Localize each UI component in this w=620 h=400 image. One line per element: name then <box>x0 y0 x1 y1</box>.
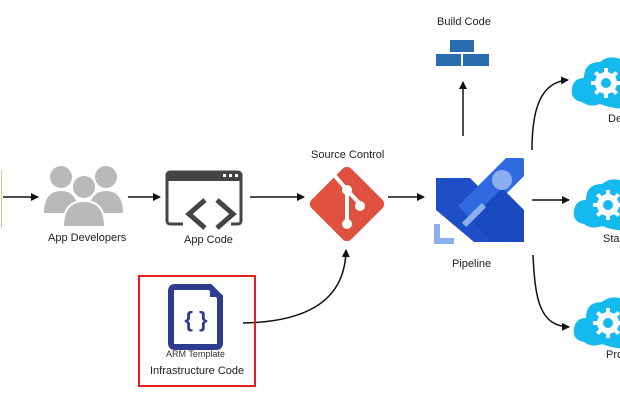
git-icon <box>309 166 385 242</box>
bricks-icon <box>436 40 489 66</box>
offscreen-node-edge <box>0 170 2 228</box>
node-build-code[interactable]: Build Code <box>430 15 500 70</box>
node-infrastructure-code[interactable]: { } ARM Template Infrastructure Code <box>138 275 256 387</box>
pipeline-label: Pipeline <box>452 258 492 270</box>
dev-label: Dev <box>608 113 620 125</box>
arm-template-sublabel: ARM Template <box>166 349 225 359</box>
source-control-label: Source Control <box>311 149 385 161</box>
arm-template-icon: { } <box>168 284 223 350</box>
code-window-icon <box>165 170 243 230</box>
node-app-code[interactable]: App Code <box>165 170 250 250</box>
svg-text:{ }: { } <box>184 307 208 332</box>
edge-pipeline-to-dev <box>531 76 569 151</box>
azure-pipelines-rocket-icon <box>434 158 524 244</box>
prod-label: Prod <box>606 349 620 361</box>
cloud-gear-icon <box>573 179 620 231</box>
cloud-gear-icon <box>573 297 620 349</box>
node-app-developers[interactable]: App Developers <box>40 163 128 248</box>
staging-label: Staging <box>603 233 620 245</box>
edge-infra-to-source <box>242 249 350 324</box>
node-pipeline[interactable]: Pipeline <box>430 150 530 275</box>
edge-pipeline-to-prod <box>532 254 570 331</box>
node-staging[interactable]: Staging <box>572 172 620 252</box>
node-prod[interactable]: Prod <box>572 290 620 370</box>
infrastructure-code-label: Infrastructure Code <box>150 365 245 377</box>
build-code-label: Build Code <box>437 16 491 28</box>
cloud-gear-icon <box>571 57 620 109</box>
node-source-control[interactable]: Source Control <box>300 148 390 248</box>
users-icon <box>44 166 123 228</box>
app-code-label: App Code <box>184 234 233 246</box>
app-developers-label: App Developers <box>48 232 127 244</box>
node-dev[interactable]: Dev <box>570 50 620 130</box>
